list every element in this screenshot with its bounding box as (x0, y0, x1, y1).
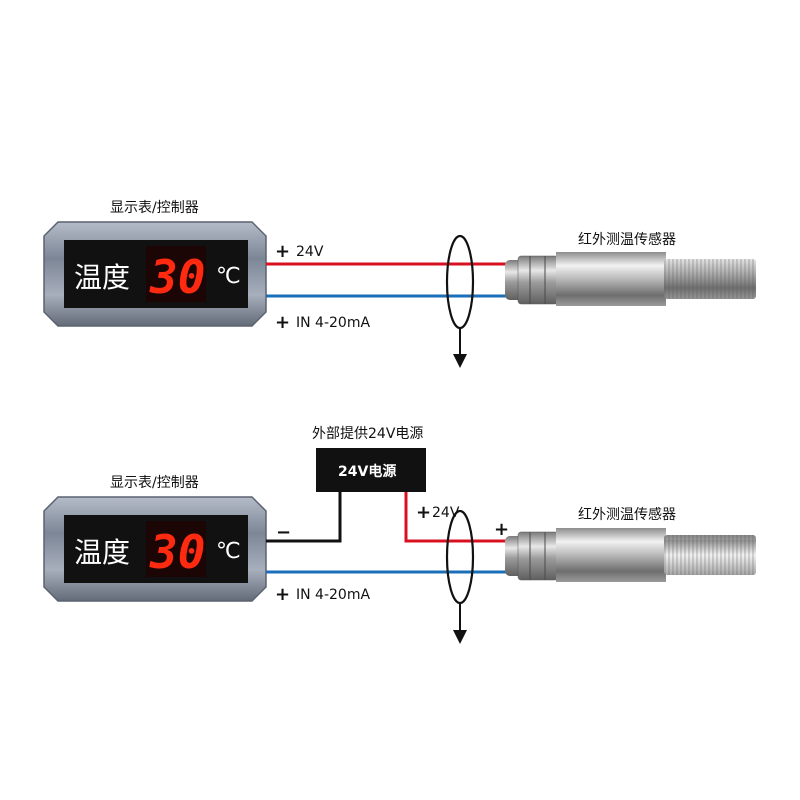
bottom-digit-window (146, 521, 206, 577)
bottom-minus-sign: − (276, 522, 291, 543)
bottom-black-wire (266, 492, 342, 543)
top-ground-arrow-icon (453, 328, 467, 368)
top-plus-sign-in: + (275, 312, 290, 333)
bottom-plus-sign-psu: + (416, 502, 431, 523)
bottom-ir-sensor (505, 528, 756, 582)
top-plus-sign-24v: + (275, 241, 290, 262)
bottom-sensor-title: 红外测温传感器 (578, 506, 676, 523)
top-display-label: 温度 (74, 261, 130, 294)
bottom-display-title: 显示表/控制器 (110, 475, 199, 491)
bottom-plus-sign-in: + (275, 584, 290, 605)
bottom-display-unit: ℃ (216, 539, 241, 564)
bottom-psu-label: 24V电源 (338, 463, 396, 480)
top-ir-sensor (505, 252, 756, 306)
bottom-diagram: 外部提供24V电源 24V电源 显示表/控制器 温度 30 ℃ − + 24V … (43, 426, 756, 644)
bottom-display-label: 温度 (74, 536, 130, 569)
bottom-display-value: 30 (149, 525, 205, 579)
bottom-display-panel: 温度 30 ℃ (43, 496, 267, 602)
top-display-panel: 温度 30 ℃ (43, 221, 267, 327)
bottom-psu-box: 24V电源 (316, 448, 426, 492)
top-in-signal-label: IN 4-20mA (296, 315, 370, 331)
bottom-cable-shield-ellipse-icon (445, 509, 475, 605)
bottom-red-wire (404, 492, 510, 543)
top-display-value: 30 (149, 250, 205, 304)
top-cable-shield-ellipse-icon (445, 234, 475, 330)
top-digit-window (146, 246, 206, 302)
top-display-title: 显示表/控制器 (110, 200, 199, 216)
top-24v-label: 24V (296, 244, 324, 260)
bottom-ext-power-title: 外部提供24V电源 (312, 426, 423, 442)
bottom-ground-arrow-icon (453, 603, 467, 644)
bottom-plus-sign-sensor: + (494, 519, 509, 540)
top-diagram: 显示表/控制器 温度 30 ℃ + 24V + IN 4-20mA (43, 200, 756, 368)
bottom-in-signal-label: IN 4-20mA (296, 587, 370, 603)
top-display-unit: ℃ (216, 264, 241, 289)
top-sensor-title: 红外测温传感器 (578, 231, 676, 248)
